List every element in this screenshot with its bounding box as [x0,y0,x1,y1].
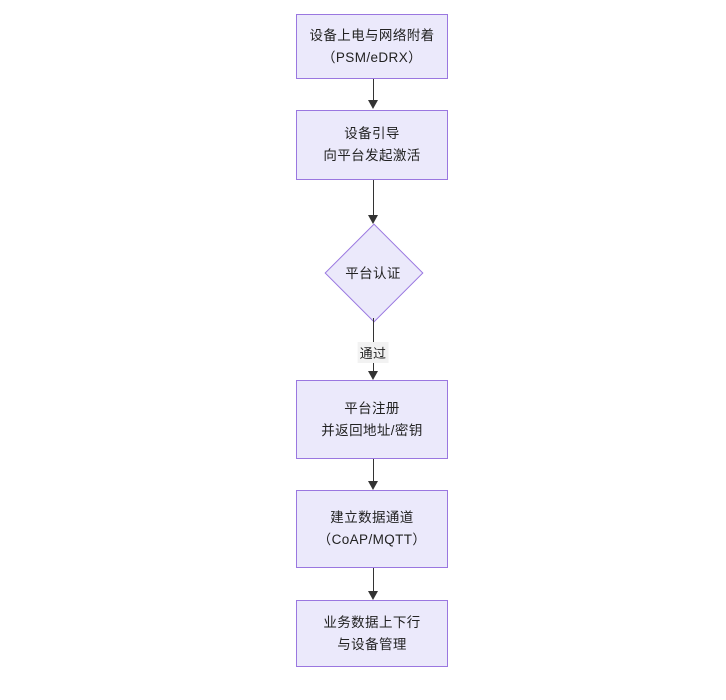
flow-edge-3-label: 通过 [357,342,389,363]
flow-node-power-on[interactable]: 设备上电与网络附着 （PSM/eDRX） [296,14,448,79]
flow-node-platform-register-line2: 并返回地址/密钥 [321,422,423,438]
flow-edge-4-arrowhead [368,481,378,490]
flow-node-business-data-line1: 业务数据上下行 [323,614,421,630]
flow-edge-2 [372,180,374,216]
flow-node-power-on-line2: （PSM/eDRX） [321,49,423,65]
flow-edge-5 [372,568,374,591]
flow-edge-1-arrowhead [368,100,378,109]
flow-node-platform-auth[interactable]: 平台认证 [323,223,424,323]
flow-edge-3-arrowhead [368,371,378,380]
flow-node-power-on-line1: 设备上电与网络附着 [309,27,435,43]
flow-edge-2-arrowhead [368,215,378,224]
flow-node-device-bootstrap-line2: 向平台发起激活 [323,148,421,163]
flow-node-data-channel[interactable]: 建立数据通道 （CoAP/MQTT） [296,490,448,568]
flow-edge-5-arrowhead [368,591,378,600]
flow-node-platform-auth-label: 平台认证 [345,266,401,281]
flow-node-business-data[interactable]: 业务数据上下行 与设备管理 [296,600,448,667]
flow-node-device-bootstrap[interactable]: 设备引导 向平台发起激活 [296,110,448,180]
flow-node-device-bootstrap-line1: 设备引导 [344,126,400,142]
flow-edge-1 [372,79,374,101]
flow-edge-4 [372,459,374,482]
flow-node-platform-register[interactable]: 平台注册 并返回地址/密钥 [296,380,448,459]
flow-node-data-channel-line2: （CoAP/MQTT） [317,532,427,547]
flow-node-business-data-line2: 与设备管理 [337,636,407,652]
flow-node-platform-register-line1: 平台注册 [344,400,400,416]
flow-node-data-channel-line1: 建立数据通道 [330,510,414,526]
